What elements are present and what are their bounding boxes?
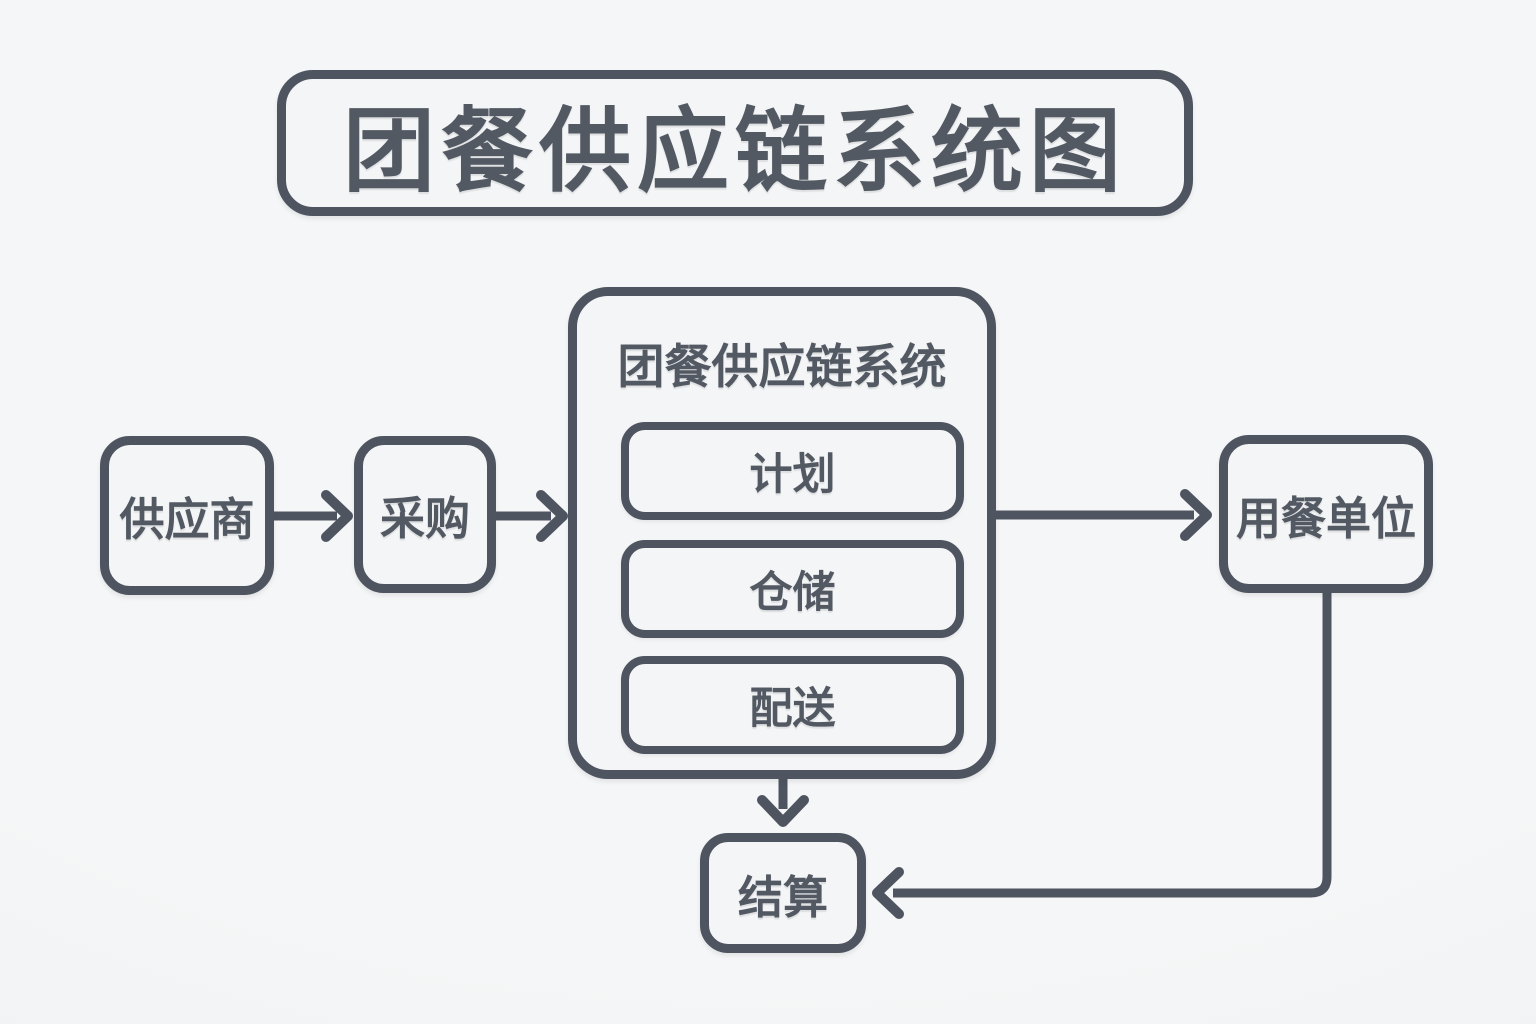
node-procurement-label: 采购 [379,493,470,544]
node-procurement: 采购 [354,436,496,593]
node-dining-unit-label: 用餐单位 [1235,492,1416,544]
diagram-title: 团餐供应链系统图 [342,100,1127,203]
node-delivery-label: 配送 [749,685,836,733]
node-settlement: 结算 [700,833,866,953]
node-supplier-label: 供应商 [119,494,255,545]
node-warehouse: 仓储 [621,540,964,638]
node-delivery: 配送 [621,656,964,754]
node-plan-label: 计划 [749,451,836,499]
arrowhead-procurement-system [536,490,568,542]
arrowhead-system-settlement [757,795,809,827]
node-warehouse-label: 仓储 [749,569,836,617]
node-supplier: 供应商 [100,436,274,595]
node-dining-unit: 用餐单位 [1219,435,1433,593]
node-settlement-label: 结算 [737,871,828,923]
node-system-label: 团餐供应链系统 [617,340,947,393]
arrowhead-dining-settlement [872,867,904,919]
node-plan: 计划 [621,422,964,520]
arrowhead-system-dining [1180,489,1212,541]
node-system-container: 团餐供应链系统 计划 仓储 配送 [568,287,996,779]
arrowhead-supplier-procurement [321,490,353,542]
diagram-title-box: 团餐供应链系统图 [277,70,1193,216]
